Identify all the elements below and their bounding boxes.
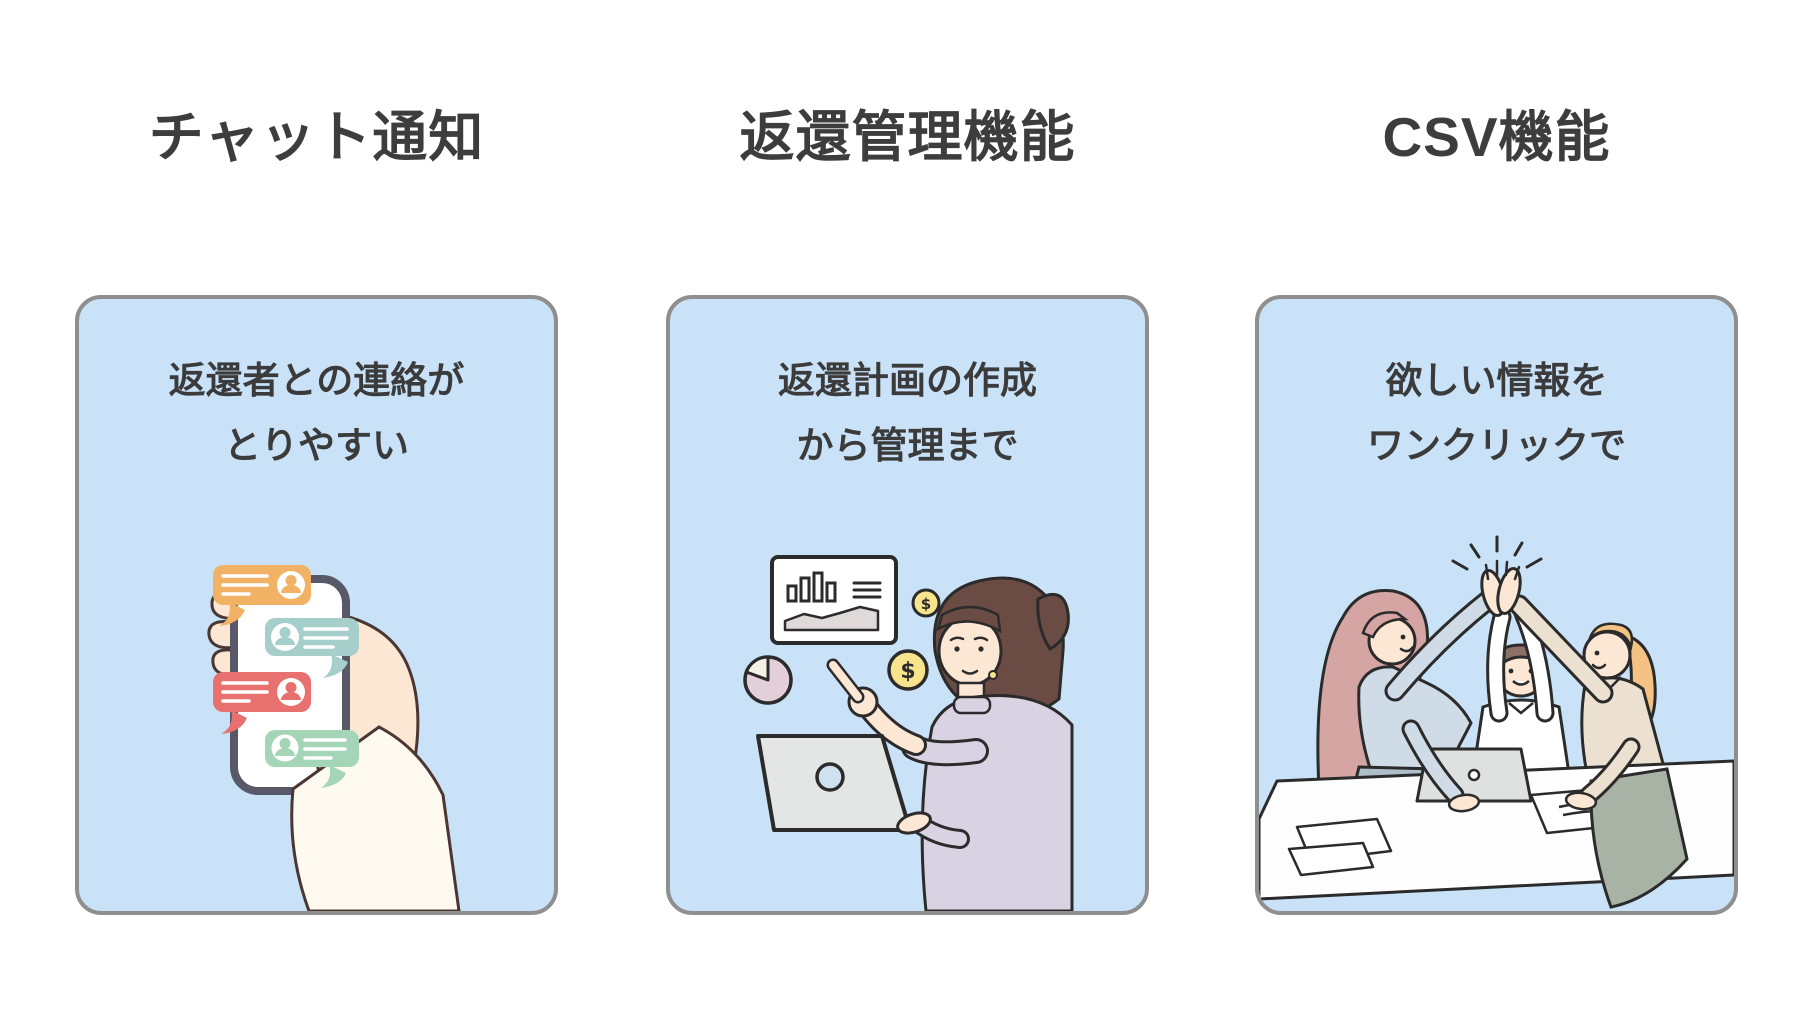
laptop-icon — [756, 734, 912, 832]
feature-card-chat: 返還者との連絡が とりやすい — [75, 295, 558, 915]
chart-panel-icon — [770, 555, 898, 645]
feature-description-line: ワンクリックで — [1367, 424, 1626, 466]
chat-illustration — [207, 565, 461, 911]
feature-description-chat: 返還者との連絡が とりやすい — [79, 299, 554, 479]
chat-bubble-orange-icon — [213, 565, 311, 626]
feature-title-chat: チャット通知 — [148, 106, 485, 168]
feature-card-csv: 欲しい情報を ワンクリックで — [1255, 295, 1738, 915]
sweater — [920, 694, 1074, 911]
feature-description-line: 返還計画の作成 — [778, 360, 1037, 401]
woman-figure — [826, 576, 1074, 911]
dollar-coin-small-icon: $ — [911, 588, 941, 618]
feature-description-line: とりやすい — [224, 424, 409, 466]
ponytail — [1036, 592, 1070, 652]
feature-description-line: から管理まで — [796, 424, 1019, 466]
management-illustration: $ $ — [743, 555, 1074, 911]
high-five-hands — [1480, 559, 1522, 617]
svg-text:$: $ — [900, 659, 915, 684]
feature-column-chat: チャット通知 返還者との連絡が とりやすい — [75, 0, 558, 1012]
svg-text:$: $ — [921, 595, 931, 613]
paper-stack-left-icon — [1287, 817, 1393, 877]
feature-title-csv: CSV機能 — [1382, 106, 1611, 168]
chat-bubble-red-icon — [213, 672, 311, 734]
chat-bubble-teal-icon — [265, 618, 359, 678]
coworker-right — [1580, 622, 1667, 785]
feature-description-line: 返還者との連絡が — [168, 360, 465, 401]
feature-column-csv: CSV機能 欲しい情報を ワンクリックで — [1255, 0, 1738, 1012]
feature-description-management: 返還計画の作成 から管理まで — [670, 299, 1145, 479]
teamwork-illustration — [1259, 535, 1734, 909]
earring — [988, 670, 998, 680]
feature-column-management: 返還管理機能 返還計画の作成 から管理まで — [666, 0, 1149, 1012]
feature-description-csv: 欲しい情報を ワンクリックで — [1259, 299, 1734, 479]
feature-description-line: 欲しい情報を — [1385, 360, 1608, 401]
pie-chart-icon — [743, 655, 793, 705]
skirt-right — [1589, 767, 1689, 909]
hand-on-desk-right — [1564, 791, 1598, 811]
feature-title-management: 返還管理機能 — [739, 106, 1076, 168]
sparkle-icon — [1451, 535, 1543, 571]
hand-on-desk-left — [1447, 793, 1481, 813]
feature-card-management: 返還計画の作成 から管理まで — [666, 295, 1149, 915]
chat-bubble-green-icon — [265, 730, 359, 788]
dollar-coin-large-icon: $ — [887, 649, 929, 691]
